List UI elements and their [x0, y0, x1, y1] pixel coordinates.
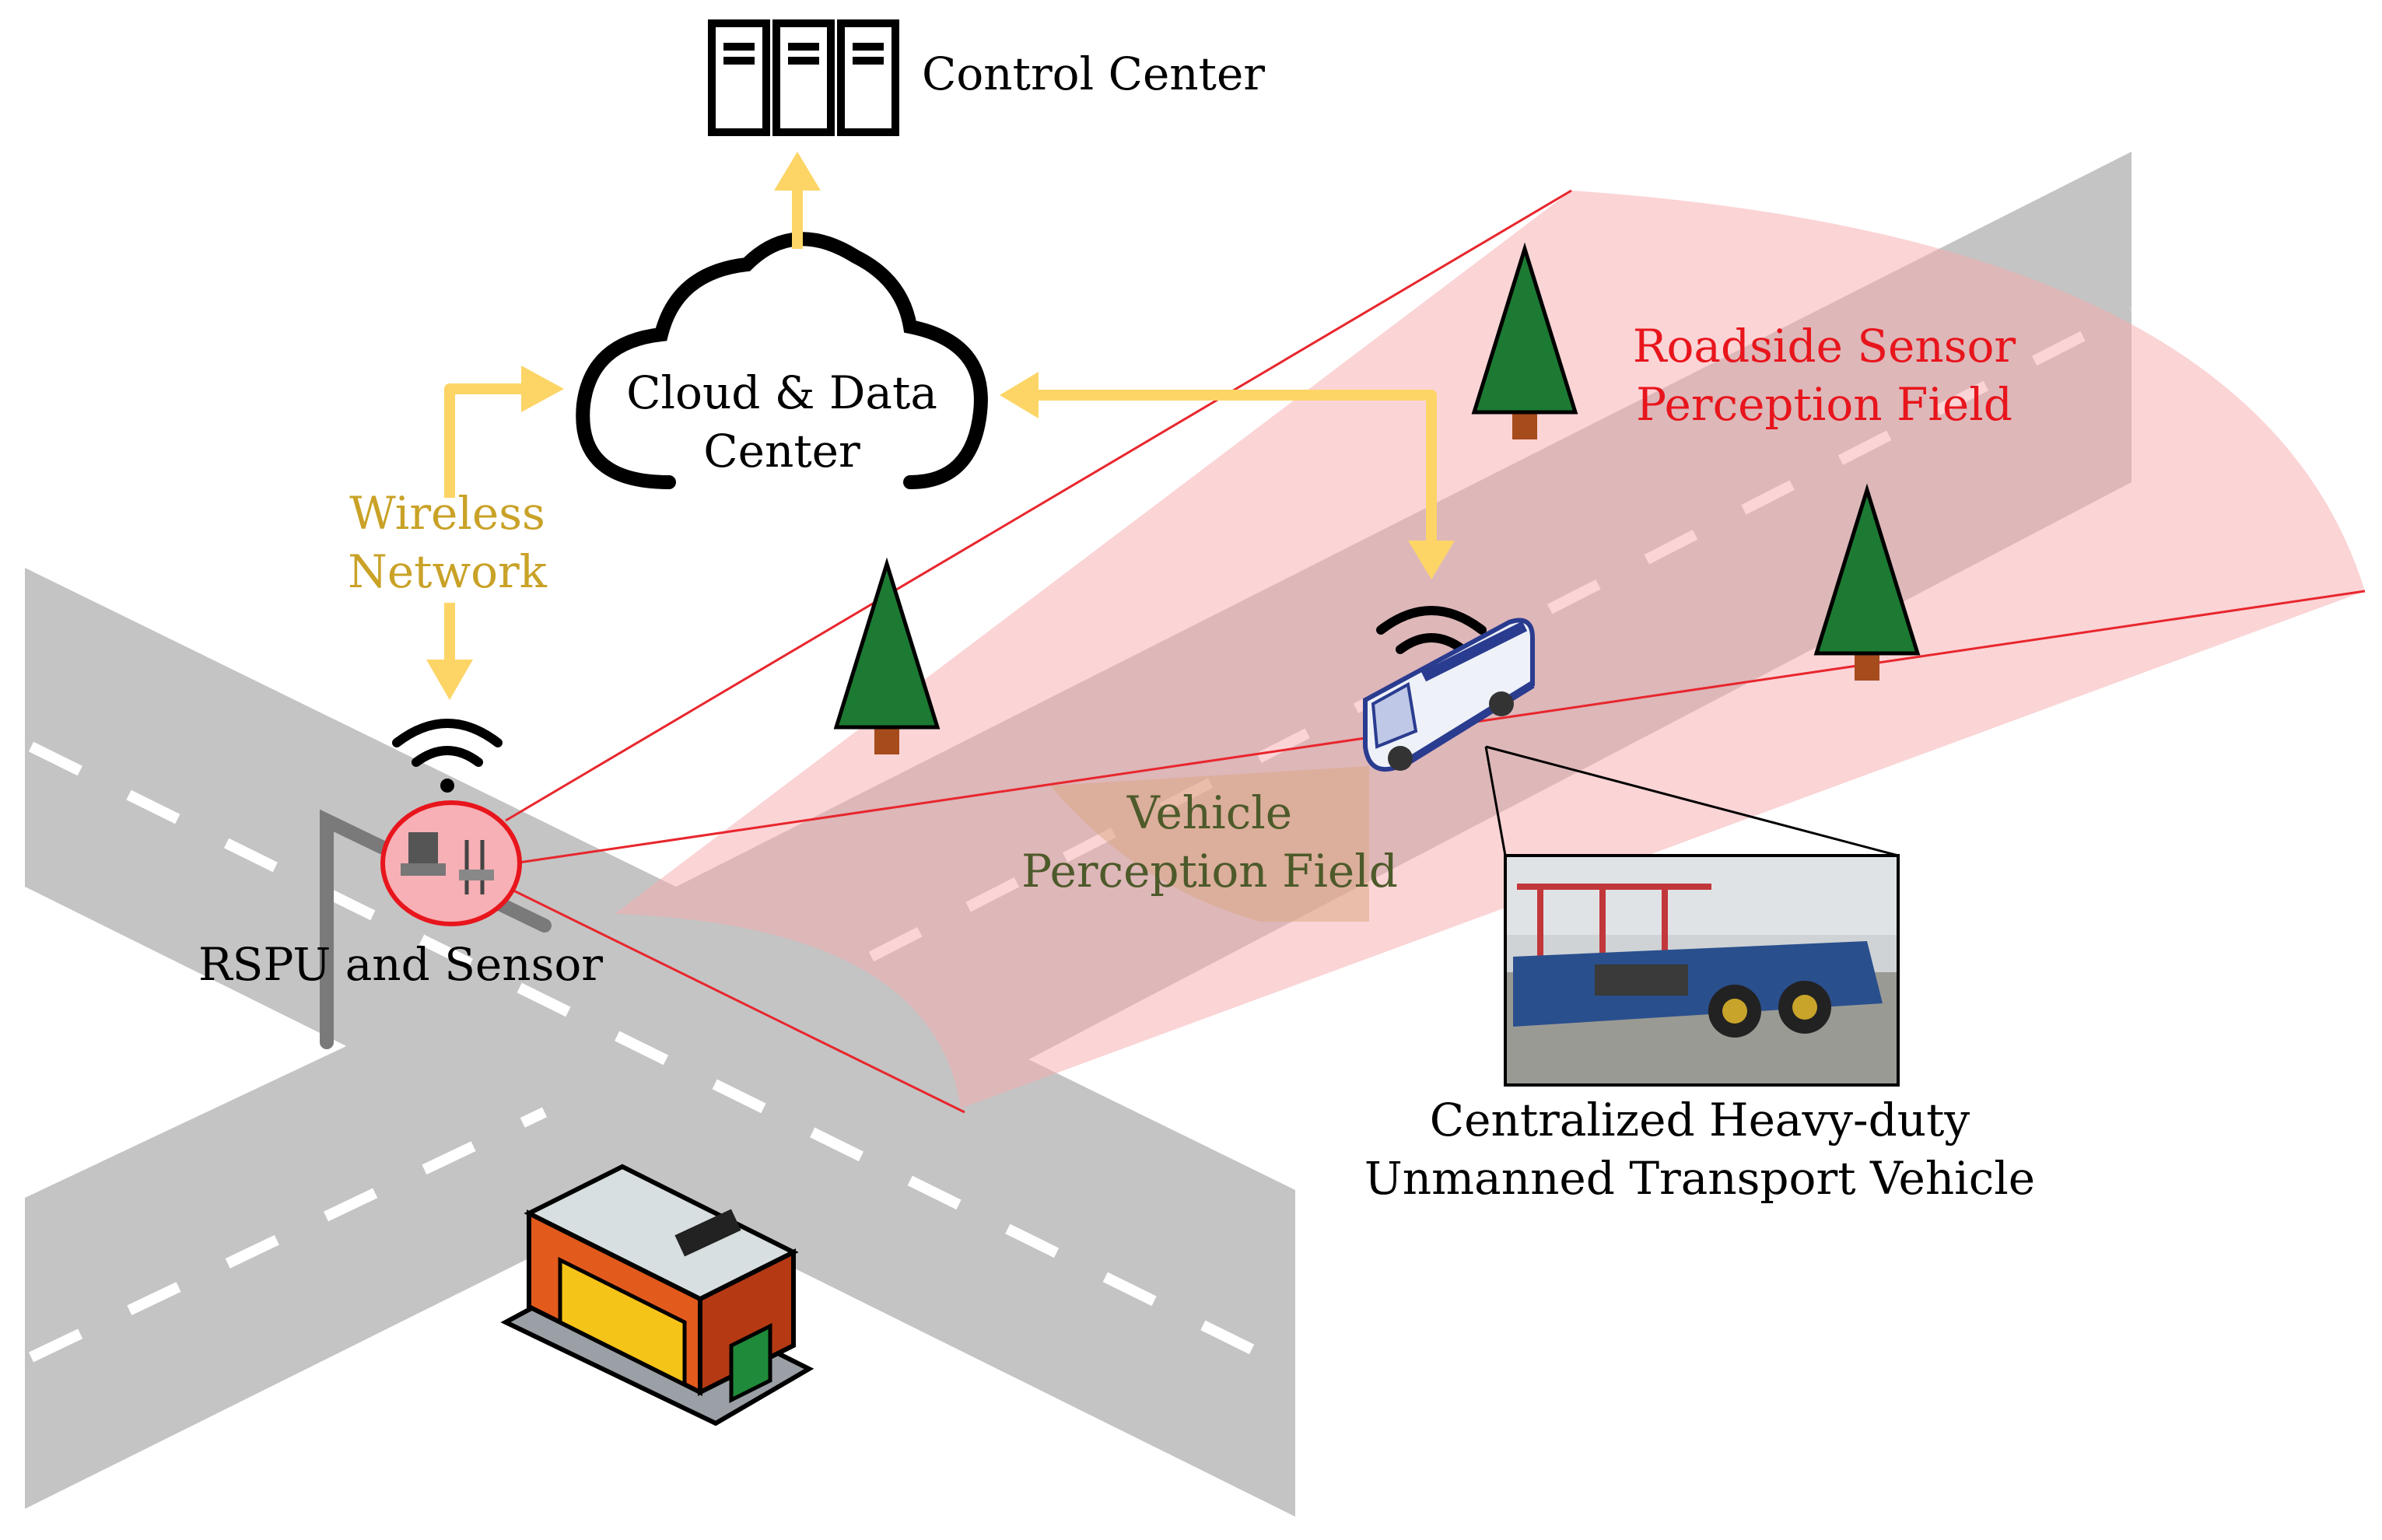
tree-icon	[833, 557, 941, 754]
diagram-labels: Control Center Cloud & Data Center Wirel…	[198, 47, 2035, 1205]
vehicle-field-label-line1: Vehicle	[1126, 786, 1292, 839]
bus-icon	[1363, 618, 1535, 772]
callout-lines	[1484, 745, 1899, 857]
rspu-label: RSPU and Sensor	[198, 938, 603, 991]
wifi-icon	[392, 719, 503, 793]
cloud-icon	[576, 232, 988, 489]
centralized-label-line2: Unmanned Transport Vehicle	[1364, 1152, 2035, 1205]
arrowheads	[426, 152, 1455, 700]
roadside-label-line2: Perception Field	[1636, 378, 2012, 431]
server-icon	[708, 19, 899, 136]
rspu-sensor-icon	[380, 800, 522, 926]
roadside-label-line1: Roadside Sensor	[1633, 320, 2016, 373]
vehicle-photo	[1504, 854, 1900, 1087]
lane-marking-cross	[28, 741, 1294, 1374]
network-arrows	[444, 183, 1437, 665]
wireless-label-line2: Network	[348, 545, 548, 598]
vehicle-field-label-line2: Perception Field	[1021, 845, 1398, 898]
tree-icon	[1813, 483, 1921, 681]
tree-icon	[1471, 242, 1578, 439]
cloud-label-line1: Cloud & Data	[626, 366, 937, 419]
centralized-label-line1: Centralized Heavy-duty	[1430, 1094, 1970, 1146]
cloud-label-line2: Center	[703, 425, 860, 478]
control-center-label: Control Center	[922, 47, 1265, 100]
wireless-label-line1: Wireless	[349, 487, 545, 540]
store-icon	[500, 1164, 814, 1426]
lane-marking-side	[28, 1107, 548, 1363]
